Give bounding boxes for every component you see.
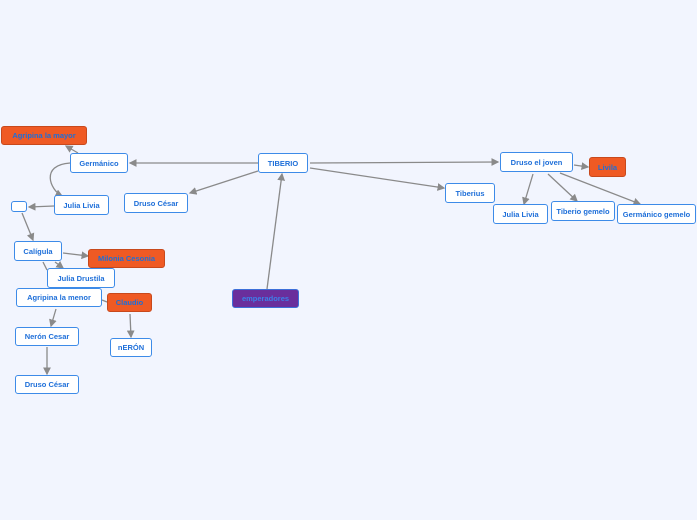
node-agripina-la-menor[interactable]: Agripina la menor <box>16 288 102 307</box>
node-druso-cesar-2[interactable]: Druso César <box>15 375 79 394</box>
node-julia-livia[interactable]: Julia Livia <box>54 195 109 215</box>
node-tiberio-gemelo[interactable]: Tiberio gemelo <box>551 201 615 221</box>
node-germanico[interactable]: Germánico <box>70 153 128 173</box>
node-milonia-cesonia[interactable]: Milonia Cesonia <box>88 249 165 268</box>
node-emperadores[interactable]: emperadores <box>232 289 299 308</box>
node-druso-el-joven[interactable]: Druso el joven <box>500 152 573 172</box>
node-agripina-la-mayor[interactable]: Agripina la mayor <box>1 126 87 145</box>
node-julia-drustila[interactable]: Julia Drustila <box>47 268 115 288</box>
node-neron-cesar[interactable]: Nerón Cesar <box>15 327 79 346</box>
node-tiberio[interactable]: TIBERIO <box>258 153 308 173</box>
node-tiberius[interactable]: Tiberius <box>445 183 495 203</box>
node-germanico-gemelo[interactable]: Germánico gemelo <box>617 204 696 224</box>
node-julia-livia-2[interactable]: Julia Livia <box>493 204 548 224</box>
node-druso-cesar[interactable]: Druso César <box>124 193 188 213</box>
node-claudio[interactable]: Claudio <box>107 293 152 312</box>
node-empty[interactable] <box>11 201 27 212</box>
node-livila[interactable]: Livila <box>589 157 626 177</box>
node-caligula[interactable]: Calígula <box>14 241 62 261</box>
node-neron[interactable]: nERÓN <box>110 338 152 357</box>
